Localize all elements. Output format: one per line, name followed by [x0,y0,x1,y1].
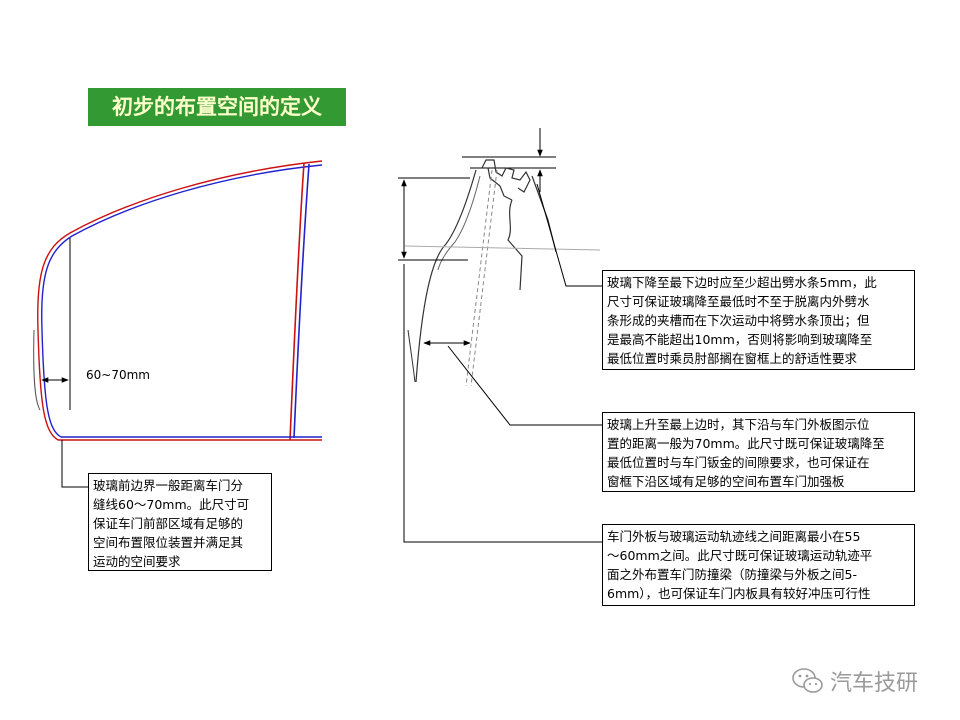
leader-front-note [61,440,88,488]
b-pillar-blue [293,163,310,439]
leader-glass-lowest [536,183,602,287]
note-line: ～60mm之间。此尺寸既可保证玻璃运动轨迹平 [607,548,873,563]
note-line: 尺寸可保证玻璃降至最低时不至于脱离内外劈水 [607,294,870,309]
note-line: 玻璃下降至最下边时应至少超出劈水条5mm，此 [607,275,877,290]
wechat-icon [792,668,823,693]
b-pillar-red [289,162,305,441]
watermark: 汽车技研 [790,664,940,698]
note-line: 空间布置限位装置并满足其 [93,535,244,550]
note-line: 6mm），也可保证车门内板具有较好冲压可行性 [607,586,871,601]
weatherstrip [481,159,531,201]
inner-trim [531,175,557,253]
outer-panel-inner [437,175,481,271]
glass-track-dashed-1 [465,169,493,387]
page-title: 初步的布置空间的定义 [88,88,346,126]
note-line: 车门外板与玻璃运动轨迹线之间距离最小在55 [607,529,861,544]
note-line: 窗框下沿区域有足够的空间布置车门加强板 [607,474,845,489]
window-outline-blue [41,164,323,438]
window-outline [33,160,323,441]
note-front-boundary: 玻璃前边界一般距离车门分 缝线60～70mm。此尺寸可 保证车门前部区域有足够的… [88,473,272,571]
note-line: 玻璃上升至最上边时，其下沿与车门外板图示位 [607,417,870,432]
note-line: 运动的空间要求 [93,554,181,569]
note-line: 面之外布置车门防撞梁（防撞梁与外板之间5- [607,567,857,582]
note-line: 置的距离一般为70mm。此尺寸既可保证玻璃降至 [607,436,885,451]
leader-outer-panel [403,264,602,543]
glass-track-dashed-2 [470,169,498,387]
glass-low-guide [404,245,601,251]
door-section [398,128,601,387]
note-line: 保证车门前部区域有足够的 [93,516,244,531]
note-glass-highest: 玻璃上升至最上边时，其下沿与车门外板图示位 置的距离一般为70mm。此尺寸既可保… [602,412,915,492]
note-line: 条形成的夹槽而在下次运动中将劈水条顶出；但 [607,313,870,328]
leader-glass-highest [447,345,602,426]
dimension-label: 60~70mm [86,368,150,382]
note-line: 是最高不能超出10mm，否则将影响到玻璃降至 [607,332,873,347]
outer-panel [415,169,477,383]
inner-panel [507,199,523,291]
watermark-text: 汽车技研 [830,671,919,696]
note-line: 最低位置时与车门钣金的间隙要求，也可保证在 [607,455,870,470]
outer-skin-lower [407,329,416,383]
note-line: 玻璃前边界一般距离车门分 [93,478,244,493]
note-outer-panel: 车门外板与玻璃运动轨迹线之间距离最小在55 ～60mm之间。此尺寸既可保证玻璃运… [602,524,915,606]
door-gap-line [33,329,41,411]
note-line: 缝线60～70mm。此尺寸可 [93,497,250,512]
window-outline-red [37,160,323,441]
note-line: 最低位置时乘员肘部搁在窗框上的舒适性要求 [607,351,858,366]
note-glass-lowest: 玻璃下降至最下边时应至少超出劈水条5mm，此 尺寸可保证玻璃降至最低时不至于脱离… [602,270,915,370]
